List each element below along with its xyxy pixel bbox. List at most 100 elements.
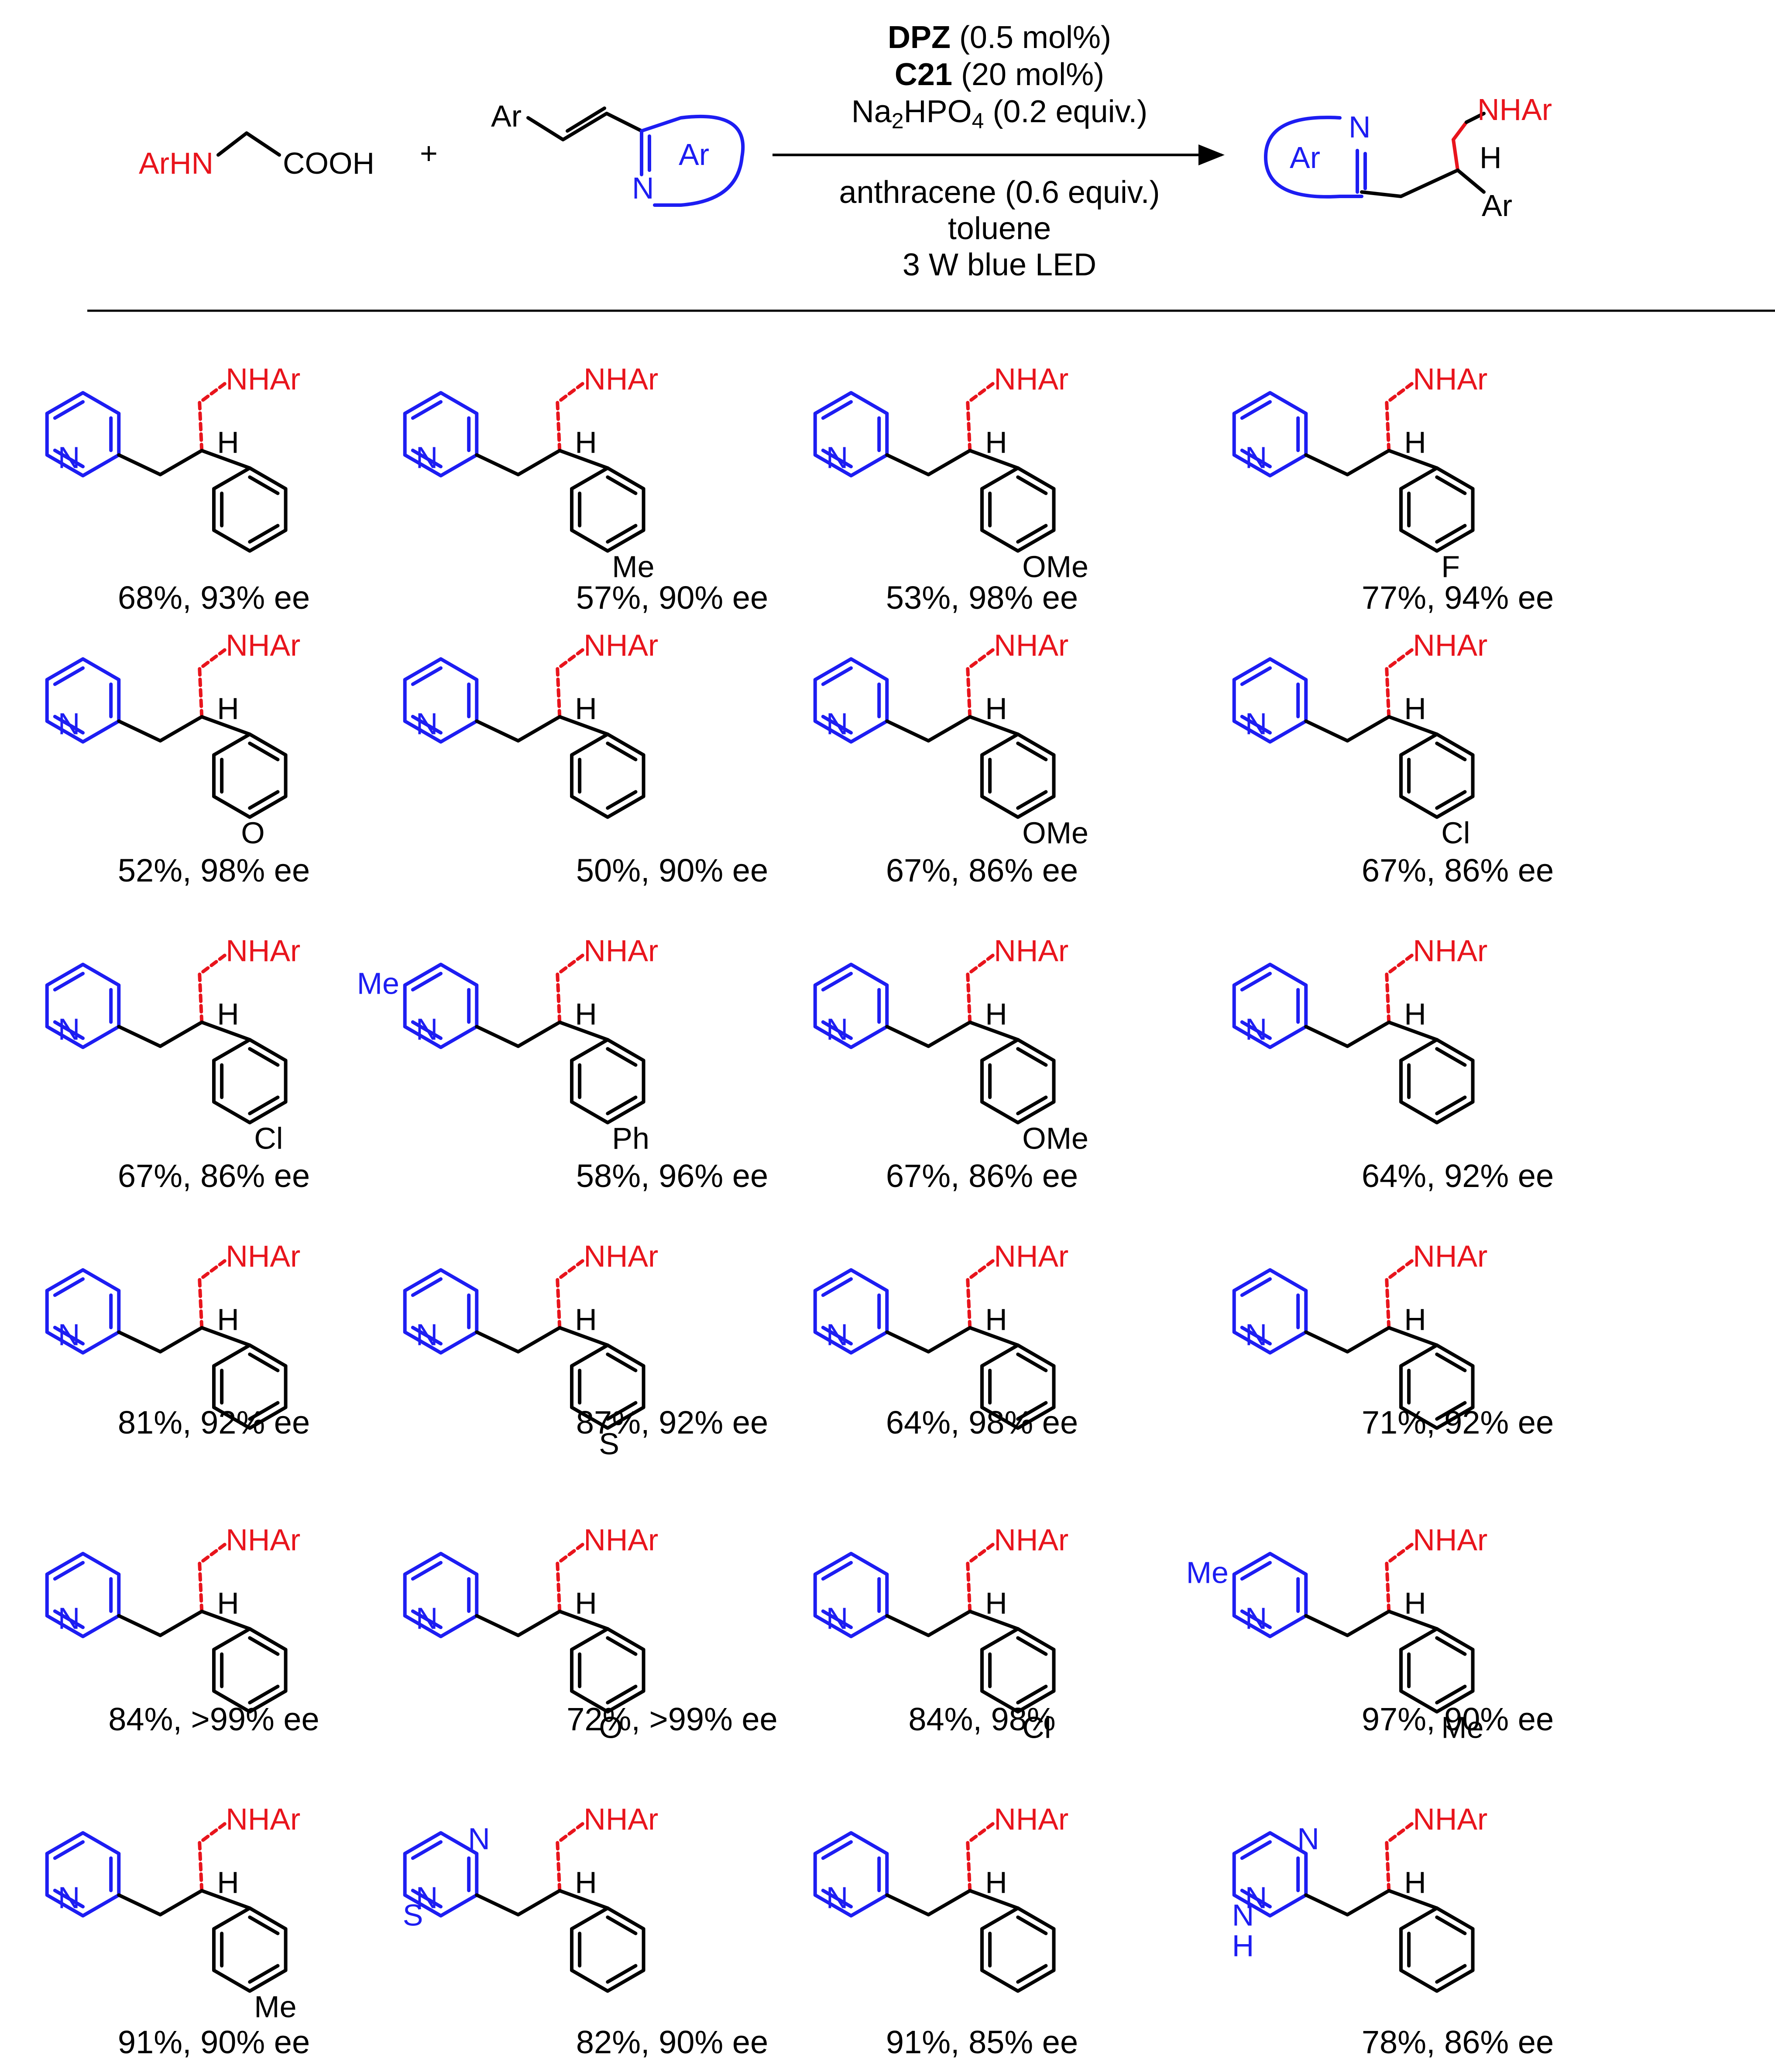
ring-n-atom: N: [416, 441, 438, 475]
h-label: H: [985, 1586, 1007, 1620]
yield-label: 64%, 98% ee: [886, 1404, 1078, 1441]
ring-n-atom: N: [1245, 1318, 1267, 1352]
h-label: H: [1404, 1303, 1426, 1337]
h-label: H: [217, 1586, 239, 1620]
ring-n-atom: N: [826, 1602, 848, 1636]
ring-n-atom: N: [826, 1012, 848, 1046]
h-label: H: [1404, 425, 1426, 460]
h-label: H: [575, 1866, 597, 1900]
ring-n-atom: N: [1245, 1012, 1267, 1046]
h-label: H: [217, 692, 239, 726]
ring-n-atom: N: [826, 1881, 848, 1915]
yield-label: 67%, 86% ee: [118, 1158, 310, 1194]
product-ar-label: Ar: [1482, 189, 1512, 223]
nhar-label: NHAr: [994, 362, 1068, 396]
h-label: H: [985, 1303, 1007, 1337]
ring-n-atom: N: [826, 441, 848, 475]
nhar-label: NHAr: [994, 1239, 1068, 1273]
ring-n-atom: N: [826, 1318, 848, 1352]
reactant-ring-ar-label: Ar: [679, 137, 709, 172]
heteroatom-label: N: [468, 1822, 490, 1856]
reactant-alkenyl-azaarene: Ar Ar N: [491, 99, 745, 207]
h-label: H: [575, 997, 597, 1031]
substituent-label: Me: [612, 550, 654, 584]
ring-n-atom: N: [416, 1602, 438, 1636]
ring-substituent-label: Me: [1186, 1556, 1229, 1590]
ring-n-atom: N: [416, 707, 438, 741]
product-ring-ar-label: Ar: [1290, 141, 1320, 175]
substituent-label: Ph: [612, 1122, 649, 1156]
h-label: H: [217, 425, 239, 460]
yield-label: 87%, 92% ee: [576, 1404, 768, 1441]
condition-light: 3 W blue LED: [903, 247, 1096, 282]
h-label: H: [575, 1586, 597, 1620]
heteroatom-label: N: [1297, 1822, 1319, 1856]
ring-n-atom: N: [58, 1318, 80, 1352]
h-label: H: [1404, 692, 1426, 726]
nhar-label: NHAr: [584, 934, 658, 968]
substituent-label: Cl: [1022, 1711, 1051, 1745]
yield-label: 68%, 93% ee: [118, 580, 310, 616]
h-label: H: [1404, 1866, 1426, 1900]
catalyst-c21: C21 (20 mol%): [895, 57, 1104, 92]
substituent-label: OMe: [1022, 816, 1088, 850]
reactant-n-label: N: [632, 171, 654, 205]
reactant-amine-label: ArHN: [139, 146, 213, 180]
h-label: H: [985, 1866, 1007, 1900]
nhar-label: NHAr: [994, 628, 1068, 662]
h-label: H: [217, 997, 239, 1031]
product-nhar-label: NHAr: [1477, 93, 1552, 127]
reactant-glycine: ArHN COOH: [139, 131, 374, 180]
substituent-label: Me: [1441, 1711, 1483, 1745]
nhar-label: NHAr: [1413, 1802, 1487, 1836]
substituent-label: OMe: [1022, 550, 1088, 584]
ring-n-atom: N: [58, 707, 80, 741]
product-h-label: H: [1480, 141, 1502, 175]
nhar-label: NHAr: [226, 628, 300, 662]
condition-solvent: toluene: [948, 211, 1051, 246]
yield-label: 67%, 86% ee: [886, 1158, 1078, 1194]
ring-n-atom: N: [58, 1881, 80, 1915]
nhar-label: NHAr: [1413, 362, 1487, 396]
h-label: H: [1404, 997, 1426, 1031]
yield-label: 58%, 96% ee: [576, 1158, 768, 1194]
yield-label: 50%, 90% ee: [576, 852, 768, 888]
yield-label: 64%, 92% ee: [1362, 1158, 1554, 1194]
h-label: H: [575, 1303, 597, 1337]
nhar-label: NHAr: [226, 1239, 300, 1273]
ring-n-atom: N: [1245, 441, 1267, 475]
h-label: H: [985, 997, 1007, 1031]
ring-n-atom: N: [826, 707, 848, 741]
h-label: H: [985, 692, 1007, 726]
yield-label: 71%, 92% ee: [1362, 1404, 1554, 1441]
ring-n-atom: N: [416, 1012, 438, 1046]
reactant-ar-label: Ar: [491, 99, 522, 133]
product-n-label: N: [1349, 110, 1371, 144]
ring-n-atom: N: [58, 1602, 80, 1636]
nhar-label: NHAr: [1413, 628, 1487, 662]
yield-label: 72%, >99% ee: [566, 1701, 777, 1737]
ring-n-atom: N: [58, 1012, 80, 1046]
yield-label: 91%, 85% ee: [886, 2024, 1078, 2060]
yield-label: 52%, 98% ee: [118, 852, 310, 888]
h-label: H: [575, 692, 597, 726]
ring-n-atom: N: [1245, 707, 1267, 741]
